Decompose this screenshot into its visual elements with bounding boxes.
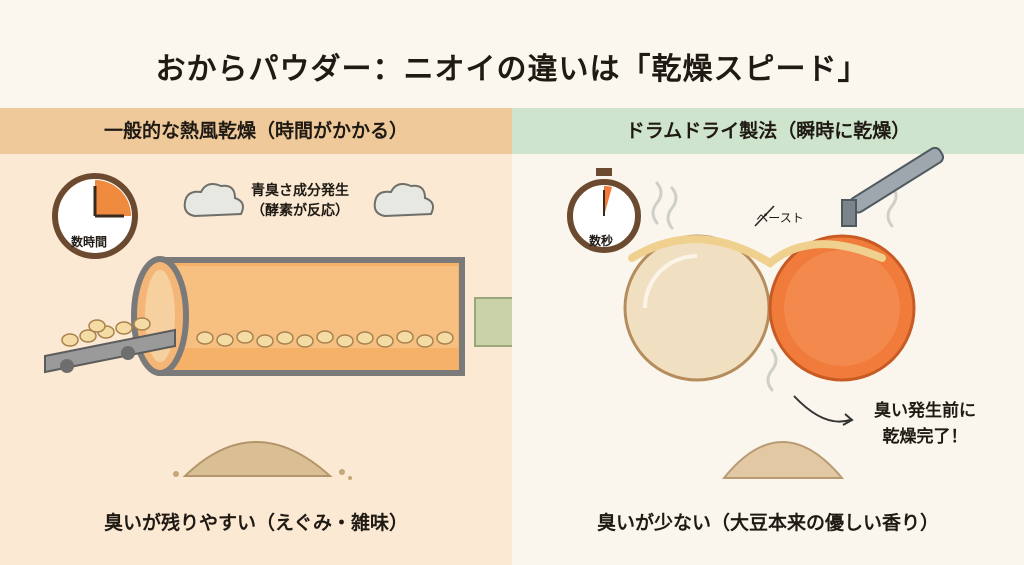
- left-header: 一般的な熱風乾燥（時間がかかる）: [0, 108, 512, 154]
- paste-layer: [628, 235, 886, 268]
- right-note-line1: 臭い発生前に: [874, 401, 976, 421]
- left-illustration: [44, 173, 465, 480]
- stopwatch-icon: [567, 168, 641, 253]
- right-clock-label: 数秒: [589, 234, 614, 248]
- left-panel: 一般的な熱風乾燥（時間がかかる）: [0, 108, 512, 565]
- left-cloud-note-line2: （酵素が反応）: [251, 203, 349, 219]
- right-note-line2: 乾燥完了！: [882, 427, 968, 447]
- steam-icon: [651, 181, 898, 392]
- clock-icon: [52, 173, 138, 259]
- right-panel: ドラムドライ製法（瞬時に乾燥）: [512, 108, 1024, 565]
- left-clock-label: 数時間: [71, 235, 108, 249]
- drum-icon: [623, 234, 916, 382]
- right-illustration: [567, 146, 945, 479]
- applicator: [841, 146, 945, 227]
- powder-pile-icon: [721, 441, 845, 479]
- right-header: ドラムドライ製法（瞬時に乾燥）: [512, 108, 1024, 154]
- powder-pile-icon: [173, 441, 352, 480]
- conveyor: [44, 328, 176, 374]
- cloud-icon: [183, 183, 434, 218]
- page-title: おからパウダー：ニオイの違いは「乾燥スピード」: [155, 52, 869, 87]
- note-arrow: [793, 395, 851, 423]
- soybeans: [61, 317, 454, 348]
- paste-label: ペースト: [756, 211, 804, 225]
- left-cloud-note-line1: 青臭さ成分発生: [251, 183, 349, 199]
- right-caption: 臭いが少ない（大豆本来の優しい香り）: [596, 512, 939, 534]
- drying-tube: [131, 256, 465, 376]
- paste-pointer: [754, 205, 775, 227]
- left-caption: 臭いが残りやすい（えぐみ・雑味）: [103, 512, 408, 534]
